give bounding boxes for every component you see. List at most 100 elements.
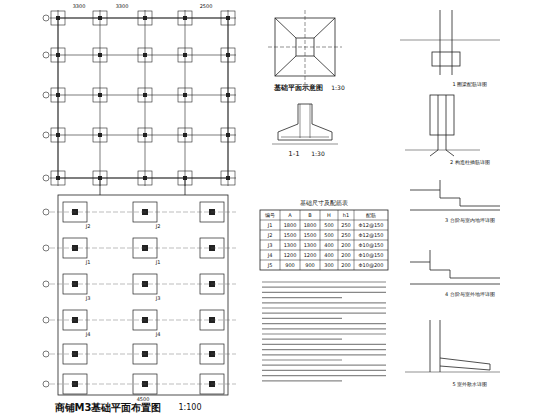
note-text-line bbox=[262, 323, 386, 324]
detail-2 bbox=[405, 95, 480, 156]
column bbox=[56, 176, 60, 180]
table-cell: 1300 bbox=[283, 243, 298, 248]
drawing-title: 1:100 bbox=[177, 404, 202, 412]
detail-4 bbox=[410, 250, 500, 284]
note-text-line bbox=[262, 375, 386, 376]
axis-bubble bbox=[43, 281, 49, 287]
dimension: 2500 bbox=[199, 4, 214, 9]
footing-outline bbox=[138, 128, 152, 142]
column bbox=[98, 176, 102, 180]
footing-tag: J2 bbox=[155, 224, 162, 229]
column bbox=[183, 53, 187, 57]
footing-outline bbox=[51, 128, 65, 142]
table-cell: 1200 bbox=[303, 253, 318, 258]
axis-bubble bbox=[43, 92, 49, 98]
note-text-line bbox=[262, 281, 386, 282]
axis-bubble bbox=[43, 209, 49, 215]
note-text-line bbox=[262, 359, 342, 360]
footing-outline bbox=[51, 48, 65, 62]
column bbox=[226, 176, 230, 180]
axis-line bbox=[50, 354, 236, 355]
footing-outline bbox=[178, 128, 192, 142]
column bbox=[226, 93, 230, 97]
note-text-line bbox=[262, 302, 386, 303]
axis-line bbox=[50, 384, 236, 385]
axis-bubble bbox=[43, 15, 49, 21]
detail-3 bbox=[410, 180, 500, 210]
table-cell: B bbox=[307, 213, 312, 218]
footing-outline bbox=[138, 48, 152, 62]
table-cell: 900 bbox=[304, 263, 316, 268]
grid-line bbox=[100, 10, 101, 186]
table-cell: 900 bbox=[284, 263, 296, 268]
footing-outline bbox=[51, 88, 65, 102]
table-cell: J1 bbox=[267, 223, 274, 228]
note-text-line bbox=[262, 313, 386, 314]
dimension: 3300 bbox=[72, 4, 87, 9]
detail-title: 3 台阶与室内地坪详图 bbox=[444, 218, 496, 223]
table-cell: 1500 bbox=[303, 233, 318, 238]
table-cell: 1300 bbox=[303, 243, 318, 248]
axis-line bbox=[50, 212, 236, 213]
table-cell: 1800 bbox=[283, 223, 298, 228]
plan-lower-outline bbox=[58, 195, 228, 395]
dimension: 3300 bbox=[115, 4, 130, 9]
note-text-line bbox=[262, 365, 386, 366]
axis-line bbox=[50, 284, 236, 285]
table-cell: H bbox=[326, 213, 332, 218]
note-text-line bbox=[262, 370, 386, 371]
table-cell: 400 bbox=[323, 243, 335, 248]
table-cell: 500 bbox=[323, 223, 335, 228]
drawing-title: 1-1 bbox=[287, 151, 300, 158]
table-cell: Φ12@150 bbox=[358, 223, 385, 228]
column bbox=[98, 133, 102, 137]
table-cell: Φ10@150 bbox=[358, 253, 385, 258]
footing-tag: J3 bbox=[85, 296, 92, 301]
column bbox=[56, 133, 60, 137]
axis-line bbox=[50, 248, 236, 249]
table-cell: 配筋 bbox=[365, 213, 377, 218]
note-text-line bbox=[262, 287, 386, 288]
plan-upper-outline bbox=[58, 18, 228, 178]
note-text-line bbox=[262, 307, 386, 308]
column bbox=[143, 133, 147, 137]
column bbox=[226, 53, 230, 57]
footing-outline bbox=[51, 171, 65, 185]
table-cell: J5 bbox=[267, 263, 274, 268]
table-cell: J4 bbox=[267, 253, 274, 258]
footing-outline bbox=[221, 48, 235, 62]
table-cell: 200 bbox=[340, 263, 352, 268]
note-text-line bbox=[262, 354, 386, 355]
grid-line bbox=[145, 10, 146, 186]
table-frame bbox=[260, 210, 388, 270]
dimension: 4500 bbox=[136, 397, 151, 402]
table-cell: 200 bbox=[340, 243, 352, 248]
column bbox=[98, 53, 102, 57]
footing-outline bbox=[93, 128, 107, 142]
detail-1 bbox=[400, 10, 500, 75]
table-cell: 1800 bbox=[303, 223, 318, 228]
note-text-line bbox=[262, 297, 342, 298]
axis-bubble bbox=[43, 381, 49, 387]
note-text-line bbox=[262, 292, 386, 293]
column bbox=[143, 93, 147, 97]
footing-tag: J1 bbox=[155, 260, 162, 265]
grid-line bbox=[185, 10, 186, 186]
footing-outline bbox=[221, 11, 235, 25]
table-cell: 250 bbox=[340, 233, 352, 238]
table-cell: 1200 bbox=[283, 253, 298, 258]
table-cell: 250 bbox=[340, 223, 352, 228]
footing-outline bbox=[93, 88, 107, 102]
table-cell: Φ10@200 bbox=[358, 263, 385, 268]
footing-outline bbox=[178, 88, 192, 102]
table-cell: 1500 bbox=[283, 233, 298, 238]
column bbox=[98, 93, 102, 97]
footing-tag: J3 bbox=[155, 296, 162, 301]
axis-bubble bbox=[43, 351, 49, 357]
column bbox=[56, 93, 60, 97]
column bbox=[183, 93, 187, 97]
table-cell: 200 bbox=[340, 253, 352, 258]
axis-bubble bbox=[43, 175, 49, 181]
